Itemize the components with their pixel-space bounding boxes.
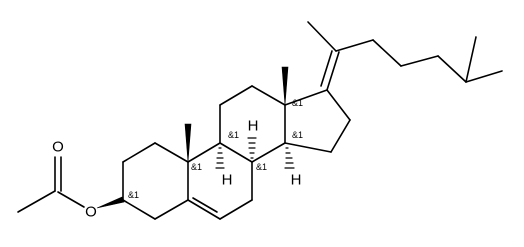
bond-c17-c20-1 bbox=[326, 51, 340, 91]
stereo-label-c8: &1 bbox=[256, 162, 267, 172]
stereo-label-c3: &1 bbox=[128, 190, 139, 200]
bond-c20-c22 bbox=[335, 39, 374, 52]
bond-c2-c1 bbox=[122, 142, 156, 163]
atom-o-ester: O bbox=[85, 204, 97, 221]
stereo-label-c14: &1 bbox=[292, 130, 303, 140]
bond-c16-c15 bbox=[330, 119, 351, 153]
bond-c6-c5-2 bbox=[192, 197, 218, 213]
wedge-c10-methyl bbox=[184, 123, 192, 163]
bond-c11-c12 bbox=[219, 85, 253, 106]
bond-c25-c27 bbox=[465, 70, 503, 83]
hash-c9-h bbox=[215, 147, 225, 169]
bond-c15-c14 bbox=[284, 142, 332, 153]
stereo-label-c13: &1 bbox=[292, 98, 303, 108]
bond-c20-c21 bbox=[307, 21, 337, 52]
bond-c4-c3 bbox=[122, 199, 156, 220]
bond-c14-c8 bbox=[251, 142, 286, 163]
bond-c23-c24 bbox=[400, 55, 439, 67]
bond-c24-c25 bbox=[437, 55, 467, 83]
hash-c8-h bbox=[247, 137, 257, 159]
stereo-label-c9: &1 bbox=[228, 130, 239, 140]
bond-c25-c26 bbox=[465, 36, 477, 83]
bond-carbonyl-ester-o bbox=[57, 191, 85, 208]
bond-c13-c17 bbox=[284, 89, 328, 106]
bond-c9-c8 bbox=[219, 142, 253, 163]
atom-h-c14: H bbox=[291, 172, 302, 189]
wedge-c13-methyl bbox=[281, 66, 289, 106]
bond-c12-c13 bbox=[251, 85, 286, 106]
bond-c5-c4 bbox=[154, 199, 189, 220]
bond-c10-c9 bbox=[187, 142, 221, 163]
bond-c7-c6 bbox=[219, 199, 253, 220]
hash-c14-h bbox=[284, 147, 295, 169]
wedge-c3-o bbox=[96, 196, 125, 209]
bond-c17-c16 bbox=[326, 89, 351, 121]
bond-c22-c23 bbox=[372, 39, 402, 67]
bond-methyl-carbonyl bbox=[17, 190, 56, 213]
atom-h-c9: H bbox=[222, 172, 233, 189]
bond-c6-c5-1 bbox=[187, 199, 221, 220]
bond-c1-c10 bbox=[154, 142, 189, 163]
bond-c17-c20-2 bbox=[320, 50, 333, 87]
atom-h-c8: H bbox=[248, 118, 259, 135]
atom-o-carbonyl: O bbox=[52, 139, 64, 156]
stereo-label-c10: &1 bbox=[191, 162, 202, 172]
